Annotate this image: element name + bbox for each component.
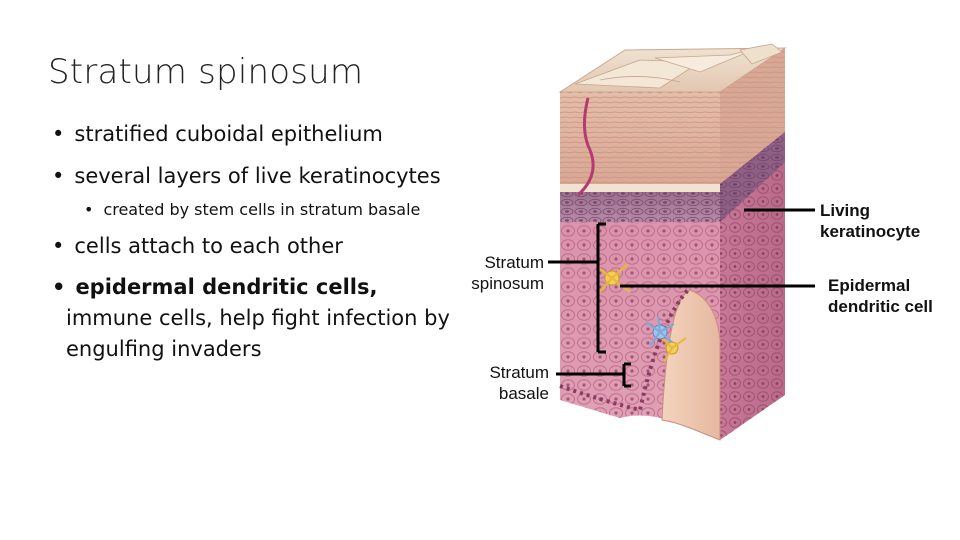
bullet-text: created by stem cells in stratum basale <box>103 200 421 219</box>
label-epidermal-dendritic-cell: Epidermal dendritic cell <box>828 276 933 316</box>
slide-title: Stratum spinosum <box>48 52 364 92</box>
bullet-text: cells attach to each other <box>74 234 343 258</box>
bullet-item: • epidermal dendritic cells, <box>52 275 377 299</box>
bullet-dot: • <box>52 122 65 146</box>
bullet-text: epidermal dendritic cells, <box>75 275 378 299</box>
label-stratum-spinosum: Stratum spinosum <box>471 253 544 293</box>
bullet-dot: • <box>84 200 94 219</box>
bullet-item: • stratified cuboidal epithelium <box>52 122 383 146</box>
bullet-item: • cells attach to each other <box>52 234 343 258</box>
label-stratum-basale: Stratum basale <box>489 363 549 403</box>
bullet-continuation: engulfing invaders <box>66 337 262 361</box>
bullet-text: stratified cuboidal epithelium <box>74 122 383 146</box>
bullet-continuation: immune cells, help fight infection by <box>66 306 450 330</box>
label-living-keratinocyte: Living keratinocyte <box>820 201 921 241</box>
bullet-dot: • <box>52 164 65 188</box>
sub-bullet-item: • created by stem cells in stratum basale <box>84 200 420 219</box>
bullet-item: • several layers of live keratinocytes <box>52 164 441 188</box>
bullet-dot: • <box>52 275 66 299</box>
bullet-text: several layers of live keratinocytes <box>74 164 441 188</box>
bullet-dot: • <box>52 234 65 258</box>
